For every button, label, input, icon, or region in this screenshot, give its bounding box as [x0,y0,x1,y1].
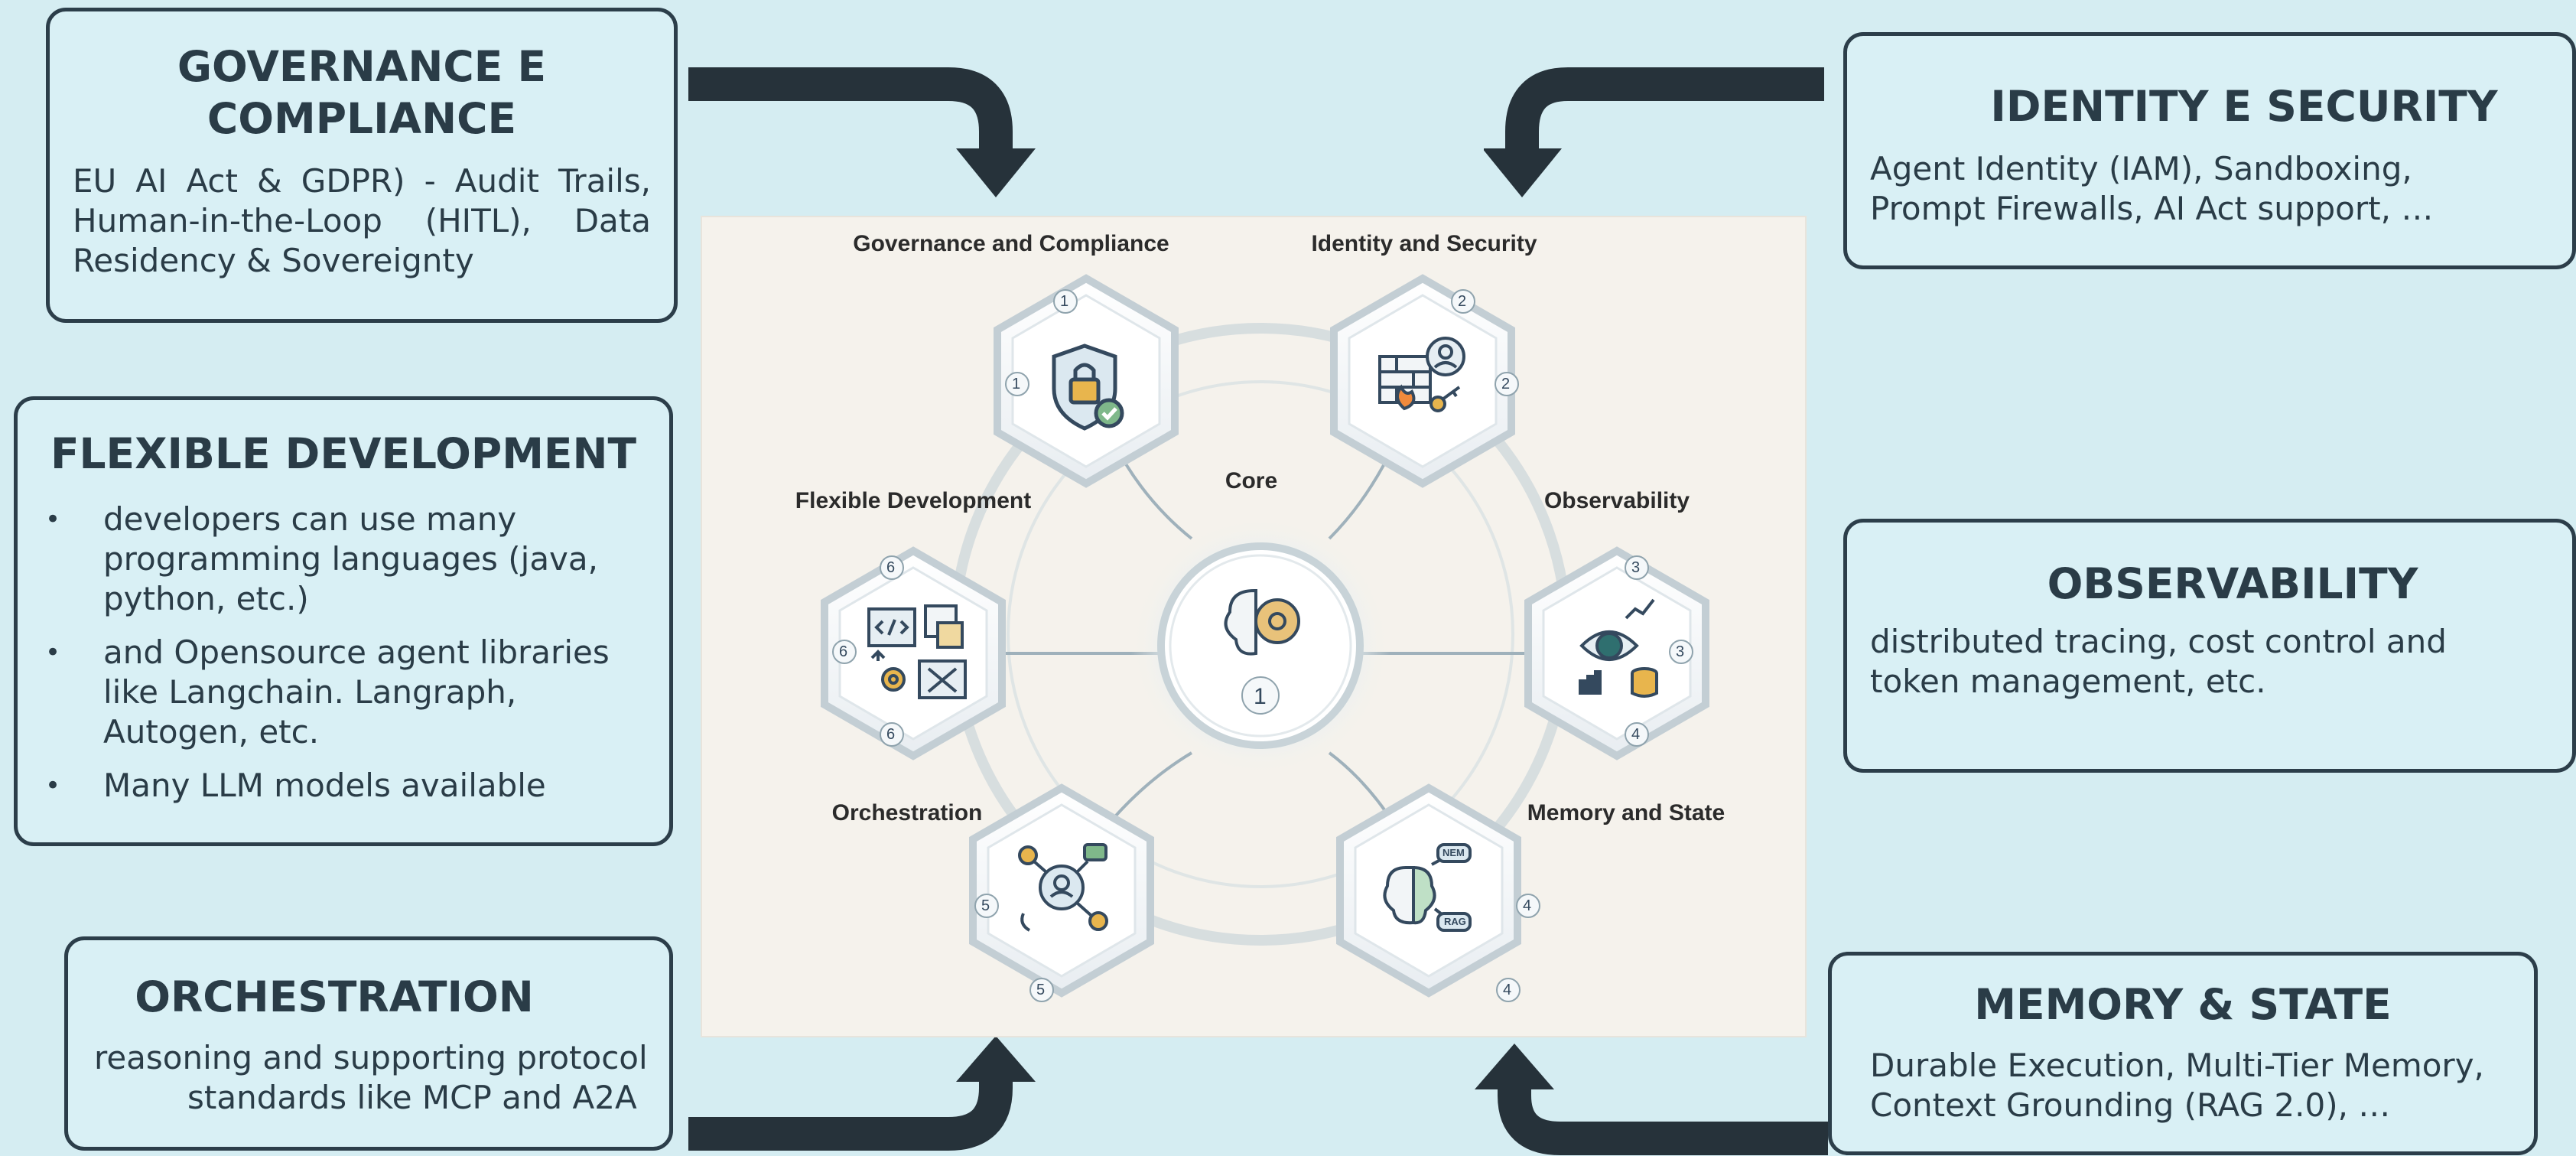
badge-flexible-left: 6 [839,643,848,660]
flexible-development-card: FLEXIBLE DEVELOPMENT • developers can use… [14,396,673,846]
governance-node [994,274,1179,488]
memory-tag-nem: NEM [1442,847,1465,858]
bullet-item: • and Opensource agent libraries like Lan… [45,633,669,752]
governance-card-body: EU AI Act & GDPR) - Audit Trails, Human-… [73,162,651,279]
badge-identity-top: 2 [1458,293,1467,310]
arrow-identity-to-diagram [1484,67,1824,197]
code-translate-tools-icon [867,604,967,699]
observability-card-body: distributed tracing, cost control and to… [1870,623,2447,700]
label-memory-state: Memory and State [1527,800,1725,825]
label-orchestration: Orchestration [831,800,983,825]
arrow-orchestration-from-diagram [688,1036,1036,1151]
badge-governance-left: 1 [1012,376,1021,392]
observability-card-title: OBSERVABILITY [2047,559,2418,608]
core-number-badge: 1 [1254,684,1267,709]
memory-state-card: MEMORY & STATE Durable Execution, Multi-… [1828,952,2538,1155]
bullet-text: and Opensource agent libraries like Lang… [103,633,610,751]
badge-observability-bottom: 4 [1631,726,1641,743]
governance-card-title: GOVERNANCE E COMPLIANCE [50,41,674,145]
orchestration-body-line1: reasoning and supporting protocol [94,1039,648,1076]
bullet-text: Many LLM models available [103,767,546,804]
arrow-governance-to-diagram [688,67,1036,197]
badge-flexible-top: 6 [886,559,896,576]
label-flexible-development: Flexible Development [795,488,1032,513]
bullet-dot: • [45,637,61,668]
label-governance: Governance and Compliance [853,231,1169,256]
arrow-memory-from-diagram [1475,1044,1828,1155]
core-circle [1157,542,1364,749]
orchestration-card-body: reasoning and supporting protocol standa… [94,1038,662,1118]
flexible-development-bullets: • developers can use many programming lan… [45,500,669,819]
diagram-nodes [821,274,1709,1002]
badge-identity-right: 2 [1501,376,1511,392]
badge-governance-top: 1 [1060,293,1069,310]
orchestration-card: ORCHESTRATION reasoning and supporting p… [64,936,673,1151]
label-core: Core [1225,468,1278,493]
governance-title-line1: GOVERNANCE E [177,42,547,91]
label-identity: Identity and Security [1311,231,1537,256]
identity-card-title: IDENTITY E SECURITY [1990,82,2498,131]
brain-memory-icon [1383,843,1472,932]
orchestration-card-title: ORCHESTRATION [135,972,534,1021]
eye-chart-database-icon [1579,598,1658,698]
flexible-development-card-title: FLEXIBLE DEVELOPMENT [50,429,637,478]
brain-gear-icon [1224,589,1300,656]
bullet-item: • Many LLM models available [45,766,669,806]
observability-card: OBSERVABILITY distributed tracing, cost … [1843,519,2576,773]
governance-title-line2: COMPLIANCE [207,94,517,143]
badge-flexible-bottom: 6 [886,726,896,743]
identity-card-body: Agent Identity (IAM), Sandboxing, Prompt… [1870,150,2434,227]
identity-card: IDENTITY E SECURITY Agent Identity (IAM)… [1843,32,2576,269]
number-badges [832,289,1693,1002]
orchestration-body-line2: standards like MCP and A2A [187,1079,637,1116]
bullet-dot: • [45,770,61,801]
memory-tag-rag: RAG [1444,916,1466,927]
memory-state-card-body: Durable Execution, Multi-Tier Memory, Co… [1870,1047,2484,1124]
badge-orchestration-bottom: 5 [1036,982,1046,998]
bullet-dot: • [45,504,61,535]
governance-card: GOVERNANCE E COMPLIANCE EU AI Act & GDPR… [46,8,678,323]
badge-memory-right: 4 [1523,897,1532,914]
architecture-diagram: Governance and Compliance Identity and S… [701,216,1807,1037]
badge-memory-bottom: 4 [1503,982,1512,998]
gear-network-icon [1018,843,1108,932]
badge-observability-right: 3 [1676,643,1685,660]
label-observability: Observability [1543,488,1690,513]
bullet-text: developers can use many programming lang… [103,500,599,617]
shield-lock-icon [1052,344,1124,431]
badge-observability-top: 3 [1631,559,1641,576]
firewall-user-key-icon [1378,337,1465,412]
badge-orchestration-left: 5 [981,897,990,914]
memory-state-card-title: MEMORY & STATE [1974,980,2392,1029]
bullet-item: • developers can use many programming lan… [45,500,669,619]
diagram-connections [947,323,1572,946]
